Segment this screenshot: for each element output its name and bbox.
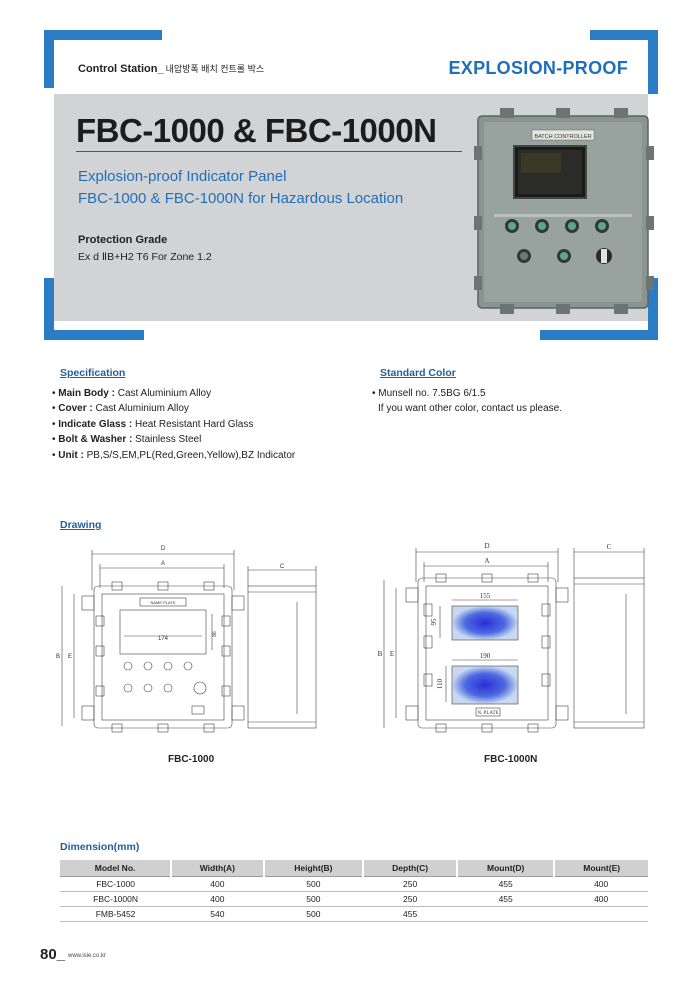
- table-cell: 455: [457, 891, 555, 907]
- specification-heading: Specification: [60, 367, 126, 379]
- subtitle-line-1: Explosion-proof Indicator Panel: [78, 168, 287, 185]
- table-header-row: Model No. Width(A) Height(B) Depth(C) Mo…: [60, 860, 648, 877]
- specification-list: Main Body : Cast Aluminium Alloy Cover :…: [52, 386, 295, 463]
- standard-color-line-2: If you want other color, contact us plea…: [378, 403, 562, 415]
- window-height-label: 86: [212, 631, 218, 637]
- drawing-caption-fbc-1000n: FBC-1000N: [484, 754, 538, 765]
- title-underline: [76, 151, 462, 152]
- spec-item: Main Body : Cast Aluminium Alloy: [52, 386, 295, 401]
- spec-item: Indicate Glass : Heat Resistant Hard Gla…: [52, 417, 295, 432]
- dimension-table: Model No. Width(A) Height(B) Depth(C) Mo…: [60, 860, 648, 922]
- protection-grade-label: Protection Grade: [78, 234, 168, 246]
- dim-label-d: D: [484, 542, 489, 550]
- page-title: FBC-1000 & FBC-1000N: [76, 112, 437, 149]
- table-cell: 500: [263, 891, 364, 907]
- column-header: Mount(D): [456, 860, 555, 877]
- spec-item: Unit : PB,S/S,EM,PL(Red,Green,Yellow),BZ…: [52, 448, 295, 463]
- table-cell: [554, 906, 648, 922]
- window1-width-label: 155: [480, 592, 491, 600]
- table-cell: 455: [363, 906, 458, 922]
- protection-grade-value: Ex d ⅡB+H2 T6 For Zone 1.2: [78, 251, 212, 263]
- drawing-fbc-1000n: D A C B E 155 95 190 110 N. PLATE: [378, 542, 645, 733]
- column-header: Model No.: [60, 860, 172, 877]
- column-header: Depth(C): [362, 860, 458, 877]
- column-header: Width(A): [170, 860, 264, 877]
- dim-label-e: E: [68, 654, 72, 660]
- dim-label-c: C: [280, 564, 285, 570]
- category-korean: 내압방폭 배치 컨트롤 박스: [165, 64, 265, 74]
- window-width-label: 174: [158, 636, 169, 642]
- table-cell: 500: [263, 876, 364, 892]
- dimension-heading: Dimension(mm): [60, 841, 140, 853]
- explosion-proof-badge: EXPLOSION-PROOF: [448, 58, 628, 78]
- display-window-upper: [451, 605, 519, 641]
- table-cell: FBC-1000N: [60, 891, 172, 907]
- display-window-lower: [451, 665, 519, 705]
- drawing-caption-fbc-1000: FBC-1000: [168, 754, 215, 765]
- column-header: Height(B): [262, 860, 364, 877]
- drawing-fbc-1000: D A C B E NAME PLATE 174 86: [56, 546, 317, 733]
- window2-width-label: 190: [480, 652, 491, 660]
- table-cell: 400: [171, 891, 264, 907]
- dim-label-b: B: [56, 654, 60, 660]
- table-row: FBC-1000 400 500 250 455 400: [60, 876, 648, 892]
- table-cell: 500: [263, 906, 364, 922]
- table-cell: 250: [363, 891, 458, 907]
- dim-label-a: A: [161, 561, 165, 567]
- table-cell: FMB-5452: [60, 906, 172, 922]
- subtitle-line-2: FBC-1000 & FBC-1000N for Hazardous Locat…: [78, 190, 404, 207]
- category-title: Control Station_내압방폭 배치 컨트롤 박스: [78, 62, 264, 75]
- window1-height-label: 95: [430, 618, 438, 626]
- header-card: Control Station_내압방폭 배치 컨트롤 박스 EXPLOSION…: [54, 40, 654, 330]
- drawing-plate-label: N. PLATE: [477, 711, 498, 716]
- column-header: Mount(E): [553, 860, 648, 877]
- table-cell: 455: [457, 876, 555, 892]
- header-topbar: Control Station_내압방폭 배치 컨트롤 박스 EXPLOSION…: [54, 40, 648, 94]
- dim-label-a: A: [484, 557, 489, 565]
- standard-color-heading: Standard Color: [380, 367, 456, 379]
- drawing-nameplate-label: NAME PLATE: [150, 600, 175, 605]
- dim-label-d: D: [161, 546, 166, 552]
- dim-label-b: B: [378, 650, 383, 658]
- table-cell: 400: [554, 891, 648, 907]
- table-row: FMB-5452 540 500 455: [60, 906, 648, 922]
- product-nameplate-text: BATCH CONTROLLER: [534, 134, 591, 140]
- dim-label-e: E: [390, 650, 394, 658]
- table-cell: 540: [171, 906, 264, 922]
- table-cell: 250: [363, 876, 458, 892]
- dim-label-c: C: [607, 543, 612, 551]
- spec-item: Bolt & Washer : Stainless Steel: [52, 432, 295, 447]
- drawing-heading: Drawing: [60, 519, 102, 531]
- table-cell: [457, 906, 555, 922]
- standard-color-line-1: • Munsell no. 7.5BG 6/1.5: [372, 388, 486, 399]
- window2-height-label: 110: [436, 678, 444, 689]
- table-cell: 400: [171, 876, 264, 892]
- page-number: 80_: [40, 946, 66, 963]
- spec-item: Cover : Cast Aluminium Alloy: [52, 401, 295, 416]
- table-cell: 400: [554, 876, 648, 892]
- table-row: FBC-1000N 400 500 250 455 400: [60, 891, 648, 907]
- footer-url: www.isie.co.kr: [68, 953, 107, 959]
- category-label: Control Station_: [78, 63, 164, 75]
- table-cell: FBC-1000: [60, 876, 172, 892]
- standard-color-text: • Munsell no. 7.5BG 6/1.5 If you want ot…: [372, 386, 562, 417]
- product-photo: BATCH CONTROLLER: [474, 108, 654, 314]
